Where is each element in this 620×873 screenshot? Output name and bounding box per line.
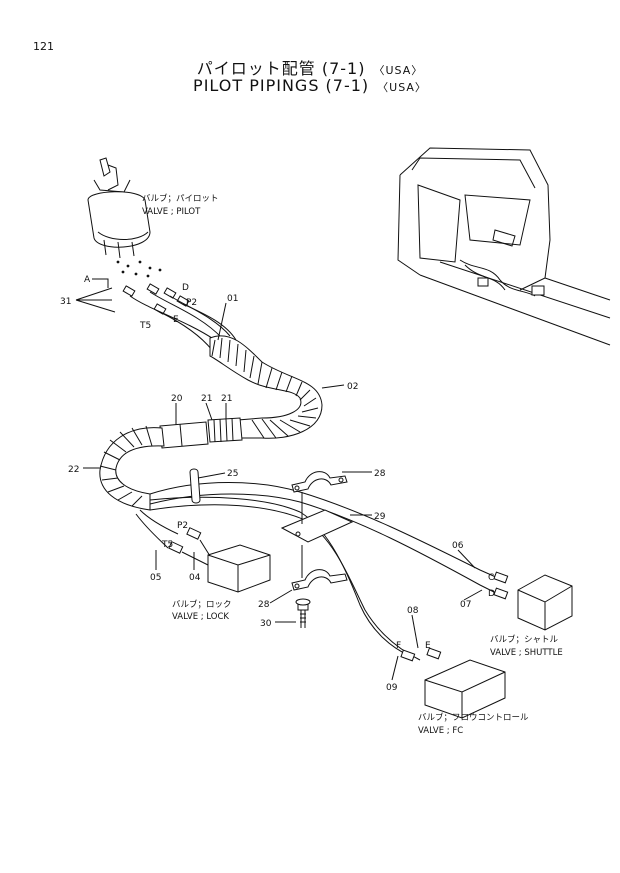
title-english: PILOT PIPINGS (7-1)〈USA〉 bbox=[193, 76, 427, 95]
pilot-valve-label-jp: バルブ；パイロット bbox=[142, 193, 219, 204]
plate-29 bbox=[280, 492, 354, 543]
hose-bundle-upper bbox=[129, 291, 237, 351]
callout-21b: 21 bbox=[221, 394, 232, 404]
callout-31: 31 bbox=[60, 297, 71, 307]
callout-06: 06 bbox=[452, 541, 464, 551]
port-E-pilot: E bbox=[173, 315, 179, 325]
callout-22: 22 bbox=[68, 465, 79, 475]
port-D-shuttle: D bbox=[488, 589, 495, 599]
spiral-wrap bbox=[99, 425, 165, 511]
callout-20: 20 bbox=[171, 394, 183, 404]
shuttle-valve-label-en: VALVE ; SHUTTLE bbox=[490, 648, 563, 658]
page-number: 121 bbox=[33, 40, 54, 53]
port-T5-lock: T5 bbox=[161, 540, 173, 550]
callout-21a: 21 bbox=[201, 394, 212, 404]
callout-28a: 28 bbox=[374, 469, 386, 479]
port-A: A bbox=[84, 275, 91, 285]
fc-valve-label-jp: バルブ；フロウコントロール bbox=[418, 712, 529, 723]
callout-28b: 28 bbox=[258, 600, 270, 610]
callout-05: 05 bbox=[150, 573, 161, 583]
fc-valve-body bbox=[400, 647, 506, 719]
title-japanese: パイロット配管 (7-1)〈USA〉 bbox=[196, 59, 424, 78]
port-C: C bbox=[488, 573, 494, 583]
fc-valve-label-en: VALVE ; FC bbox=[418, 726, 463, 736]
fitting-dots bbox=[116, 260, 162, 278]
port-D: D bbox=[182, 283, 189, 293]
pilot-valve-body bbox=[87, 157, 151, 259]
lock-valve-body bbox=[168, 527, 271, 593]
port-F-fc: F bbox=[396, 641, 401, 651]
shuttle-valve-body bbox=[493, 571, 573, 631]
callout-09: 09 bbox=[386, 683, 398, 693]
pilot-valve-label-en: VALVE ; PILOT bbox=[142, 207, 201, 217]
port-E-fc: E bbox=[425, 641, 431, 651]
callout-02: 02 bbox=[347, 382, 358, 392]
lock-valve-label-en: VALVE ; LOCK bbox=[172, 612, 229, 622]
bracket-upper bbox=[291, 471, 348, 493]
callout-29: 29 bbox=[374, 512, 386, 522]
bolt-30 bbox=[295, 598, 311, 628]
cab-illustration bbox=[397, 147, 611, 346]
lock-valve-label-jp: バルブ；ロック bbox=[172, 599, 232, 610]
pilot-hose-fittings bbox=[122, 283, 190, 315]
port-T5-pilot: T5 bbox=[139, 321, 151, 331]
bracket-lower bbox=[291, 545, 348, 591]
callout-04: 04 bbox=[189, 573, 201, 583]
protective-sleeve bbox=[159, 335, 323, 449]
port-P2-lock: P2 bbox=[177, 521, 188, 531]
callout-25: 25 bbox=[227, 469, 238, 479]
shuttle-valve-label-jp: バルブ；シャトル bbox=[490, 634, 559, 645]
callout-08: 08 bbox=[407, 606, 419, 616]
callout-01: 01 bbox=[227, 294, 238, 304]
callout-30: 30 bbox=[260, 619, 272, 629]
clamp-25 bbox=[189, 468, 201, 504]
leader-lines bbox=[75, 278, 483, 681]
callout-07: 07 bbox=[460, 600, 471, 610]
port-P2-pilot: P2 bbox=[186, 298, 197, 308]
hose-runs bbox=[135, 482, 499, 661]
